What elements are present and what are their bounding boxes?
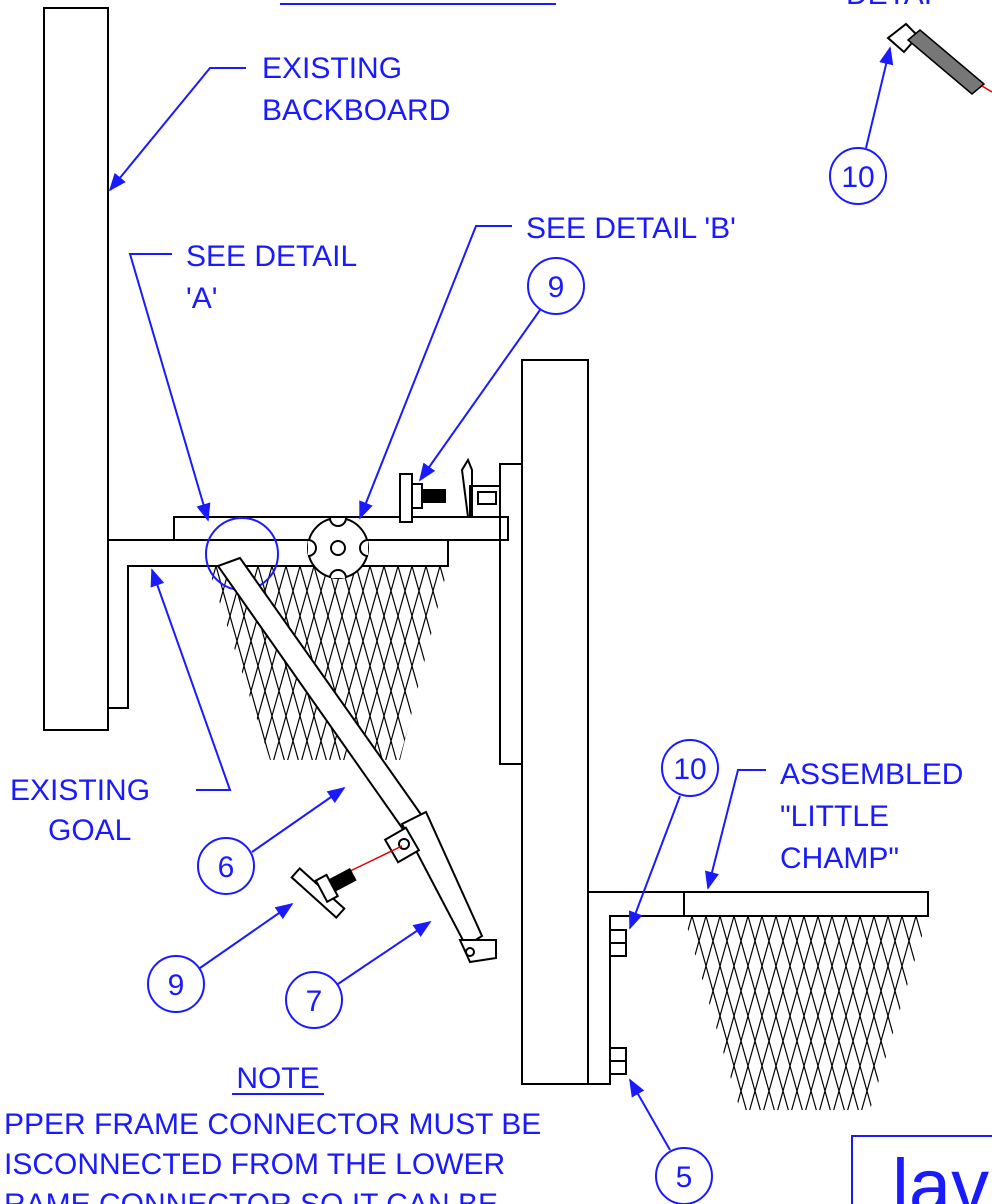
clamp-assembly — [460, 457, 501, 518]
existing-backboard — [43, 7, 109, 731]
leader-balloon-5 — [629, 1078, 671, 1151]
note-line-1: PPER FRAME CONNECTOR MUST BE — [4, 1108, 541, 1141]
note-line-3: RAME CONNECTOR SO IT CAN BE — [4, 1188, 498, 1204]
balloon-6 — [197, 837, 255, 895]
bolt-upper — [609, 929, 627, 957]
leader-balloon-6 — [251, 786, 346, 853]
label-assembled-3: CHAMP" — [780, 842, 899, 875]
little-champ-backboard — [521, 359, 589, 1085]
bolt-lower — [609, 1047, 627, 1075]
leader-balloon-7 — [337, 920, 432, 985]
title-block — [851, 1135, 992, 1204]
note-heading: NOTE — [236, 1062, 319, 1095]
leader-balloon-9-top — [418, 309, 541, 482]
balloon-5-text: 5 — [676, 1161, 693, 1194]
upper-frame-connector — [216, 556, 497, 964]
detail-centerline — [981, 85, 992, 93]
balloon-9-top-text: 9 — [548, 271, 565, 304]
balloon-5 — [655, 1147, 713, 1204]
balloon-9-bottom — [147, 955, 205, 1013]
leader-balloon-9-bottom — [199, 902, 294, 969]
label-see-detail-a-1: SEE DETAIL — [186, 240, 357, 273]
little-champ-bracket — [588, 891, 685, 1085]
label-existing-goal-1: EXISTING — [10, 774, 150, 807]
label-assembled-1: ASSEMBLED — [780, 758, 963, 791]
leader-detail-a — [128, 253, 211, 522]
title-block-text: lav — [892, 1144, 989, 1204]
leader-assembled — [705, 769, 766, 890]
balloon-10-top-text: 10 — [841, 161, 874, 194]
balloon-7-text: 7 — [306, 985, 323, 1018]
leader-balloon-10-top — [865, 46, 894, 149]
little-champ-net — [684, 916, 928, 1110]
leader-existing-goal — [150, 568, 232, 791]
leader-detail-b — [359, 225, 512, 520]
leader-balloon-10-mid — [629, 795, 681, 930]
balloon-10-mid — [661, 739, 719, 797]
little-champ-mount-strip — [499, 463, 523, 765]
little-champ-rim — [683, 891, 929, 917]
balloon-9-top — [527, 257, 585, 315]
balloon-10-top — [829, 147, 887, 205]
label-existing-backboard-2: BACKBOARD — [262, 94, 450, 127]
rotating-hub — [307, 517, 369, 579]
knob-centerline — [343, 845, 403, 875]
note-line-2: ISCONNECTED FROM THE LOWER — [4, 1148, 505, 1181]
knob-lower — [290, 867, 357, 919]
leader-existing-backboard — [108, 67, 246, 192]
detail-bolt-10 — [886, 22, 986, 95]
label-see-detail-b: SEE DETAIL 'B' — [526, 212, 736, 245]
label-see-detail-a-2: 'A' — [186, 282, 217, 315]
balloon-9-bottom-text: 9 — [168, 969, 185, 1002]
balloon-7 — [285, 971, 343, 1029]
knob-upper — [399, 473, 446, 523]
label-assembled-2: "LITTLE — [780, 800, 889, 833]
balloon-6-text: 6 — [218, 851, 235, 884]
balloon-10-mid-text: 10 — [673, 753, 706, 786]
label-existing-backboard-1: EXISTING — [262, 52, 402, 85]
detail-header-label: DETAI — [846, 0, 932, 11]
label-existing-goal-2: GOAL — [48, 814, 131, 847]
